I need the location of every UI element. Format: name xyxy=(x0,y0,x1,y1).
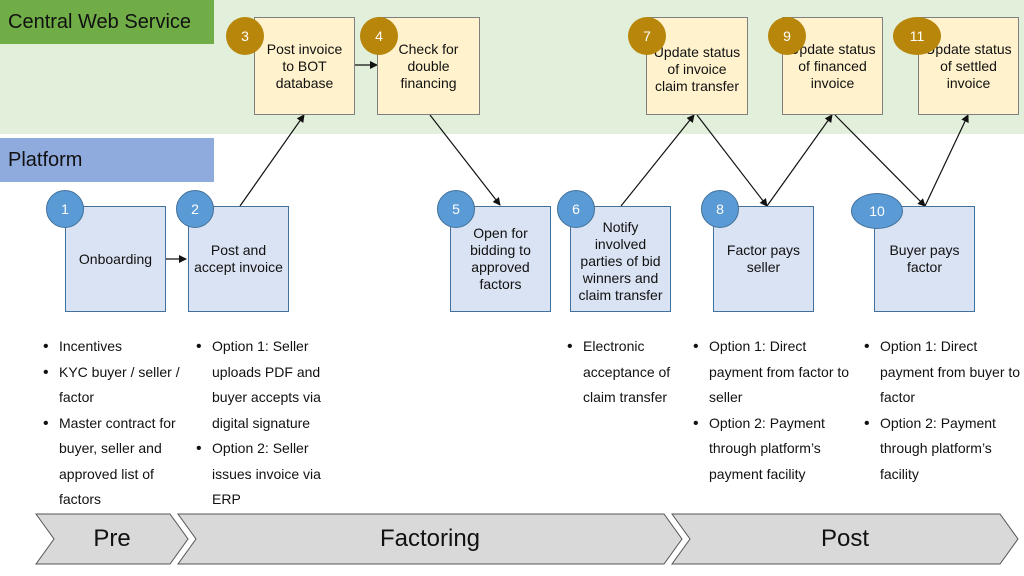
step-3-label: Post invoice to BOT database xyxy=(266,40,343,91)
step-5-badge: 5 xyxy=(437,190,475,228)
note-item: Option 2: Seller issues invoice via ERP xyxy=(196,436,346,513)
step-10-label: Buyer pays factor xyxy=(889,242,960,275)
step-2-label: Post and accept invoice xyxy=(194,242,283,275)
arrow-8-to-9 xyxy=(766,114,833,207)
step-5-label: Open for bidding to approved factors xyxy=(470,225,531,292)
step-6-box: Notify involved parties of bid winners a… xyxy=(570,206,671,312)
phase-label-post: Post xyxy=(820,525,870,552)
step-2-badge: 2 xyxy=(176,190,214,228)
step-1-box: Onboarding xyxy=(65,206,166,312)
step-3-badge: 3 xyxy=(226,17,264,55)
phase-chevron-post xyxy=(671,513,1019,565)
lane-label-platform: Platform xyxy=(0,138,214,182)
arrow-2-to-3 xyxy=(239,114,305,207)
step-6-label: Notify involved parties of bid winners a… xyxy=(578,218,663,303)
note-item: KYC buyer / seller / factor xyxy=(43,360,183,411)
notes-factor-pays: Option 1: Direct payment from factor to … xyxy=(693,334,853,487)
step-8-label: Factor pays seller xyxy=(726,242,801,275)
notes-pre: Incentives KYC buyer / seller / factor M… xyxy=(43,334,183,513)
phase-chevron-pre xyxy=(35,513,189,565)
step-1-label: Onboarding xyxy=(78,250,153,267)
step-6-badge: 6 xyxy=(557,190,595,228)
note-item: Option 1: Direct payment from factor to … xyxy=(693,334,853,411)
step-9-label: Update status of financed invoice xyxy=(789,40,876,91)
note-item: Option 1: Direct payment from buyer to f… xyxy=(864,334,1022,411)
phase-chevron-factoring xyxy=(177,513,683,565)
notes-buyer-pays: Option 1: Direct payment from buyer to f… xyxy=(864,334,1022,487)
arrow-10-to-11 xyxy=(924,114,969,207)
notes-notify: Electronic acceptance of claim transfer xyxy=(567,334,677,411)
step-9-badge: 9 xyxy=(768,17,806,55)
arrow-9-to-10 xyxy=(834,114,926,207)
step-11-badge: 11 xyxy=(893,17,941,55)
step-7-label: Update status of invoice claim transfer xyxy=(653,43,741,94)
phase-label-pre: Pre xyxy=(93,525,131,552)
note-item: Option 1: Seller uploads PDF and buyer a… xyxy=(196,334,346,436)
arrow-4-to-5 xyxy=(429,114,501,206)
step-1-badge: 1 xyxy=(46,190,84,228)
note-item: Option 2: Payment through platform’s pay… xyxy=(693,411,853,488)
note-item: Incentives xyxy=(43,334,183,360)
arrow-7-to-8 xyxy=(696,114,768,207)
step-11-label: Update status of settled invoice xyxy=(925,40,1012,91)
lane-label-central-web-service: Central Web Service xyxy=(0,0,214,44)
notes-factoring: Option 1: Seller uploads PDF and buyer a… xyxy=(196,334,346,513)
step-8-badge: 8 xyxy=(701,190,739,228)
step-4-label: Check for double financing xyxy=(398,40,459,91)
note-item: Option 2: Payment through platform’s fac… xyxy=(864,411,1022,488)
arrow-6-to-7 xyxy=(620,114,695,207)
note-item: Electronic acceptance of claim transfer xyxy=(567,334,677,411)
note-item: Master contract for buyer, seller and ap… xyxy=(43,411,183,513)
step-10-badge: 10 xyxy=(851,193,903,229)
step-4-badge: 4 xyxy=(360,17,398,55)
step-3-box: Post invoice to BOT database xyxy=(254,17,355,115)
phase-label-factoring: Factoring xyxy=(379,525,481,552)
step-7-badge: 7 xyxy=(628,17,666,55)
